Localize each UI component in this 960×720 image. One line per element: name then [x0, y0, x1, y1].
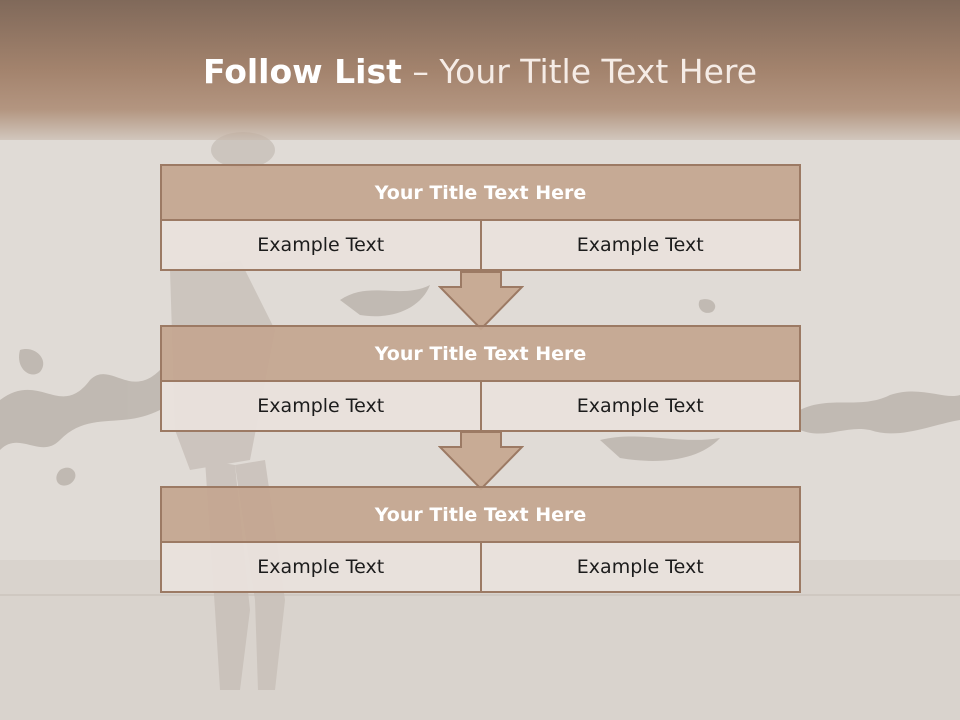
list-block-1: Your Title Text Here Example Text Exampl… [160, 164, 801, 271]
block-cell-right: Example Text [481, 221, 801, 271]
list-block-2: Your Title Text Here Example Text Exampl… [160, 325, 801, 432]
block-title: Your Title Text Here [160, 325, 801, 382]
slide-title-rest: – Your Title Text Here [401, 52, 758, 91]
down-arrow-icon [438, 271, 524, 331]
slide-title: Follow List – Your Title Text Here [0, 52, 960, 91]
list-block-3: Your Title Text Here Example Text Exampl… [160, 486, 801, 593]
header-band [0, 0, 960, 140]
block-cell-left: Example Text [160, 221, 482, 271]
block-cell-left: Example Text [160, 382, 482, 432]
down-arrow-icon [438, 431, 524, 491]
block-row: Example Text Example Text [160, 543, 801, 593]
block-title: Your Title Text Here [160, 486, 801, 543]
block-row: Example Text Example Text [160, 221, 801, 271]
block-cell-right: Example Text [481, 382, 801, 432]
block-row: Example Text Example Text [160, 382, 801, 432]
slide-title-bold: Follow List [202, 52, 402, 91]
block-title: Your Title Text Here [160, 164, 801, 221]
block-cell-right: Example Text [481, 543, 801, 593]
block-cell-left: Example Text [160, 543, 482, 593]
